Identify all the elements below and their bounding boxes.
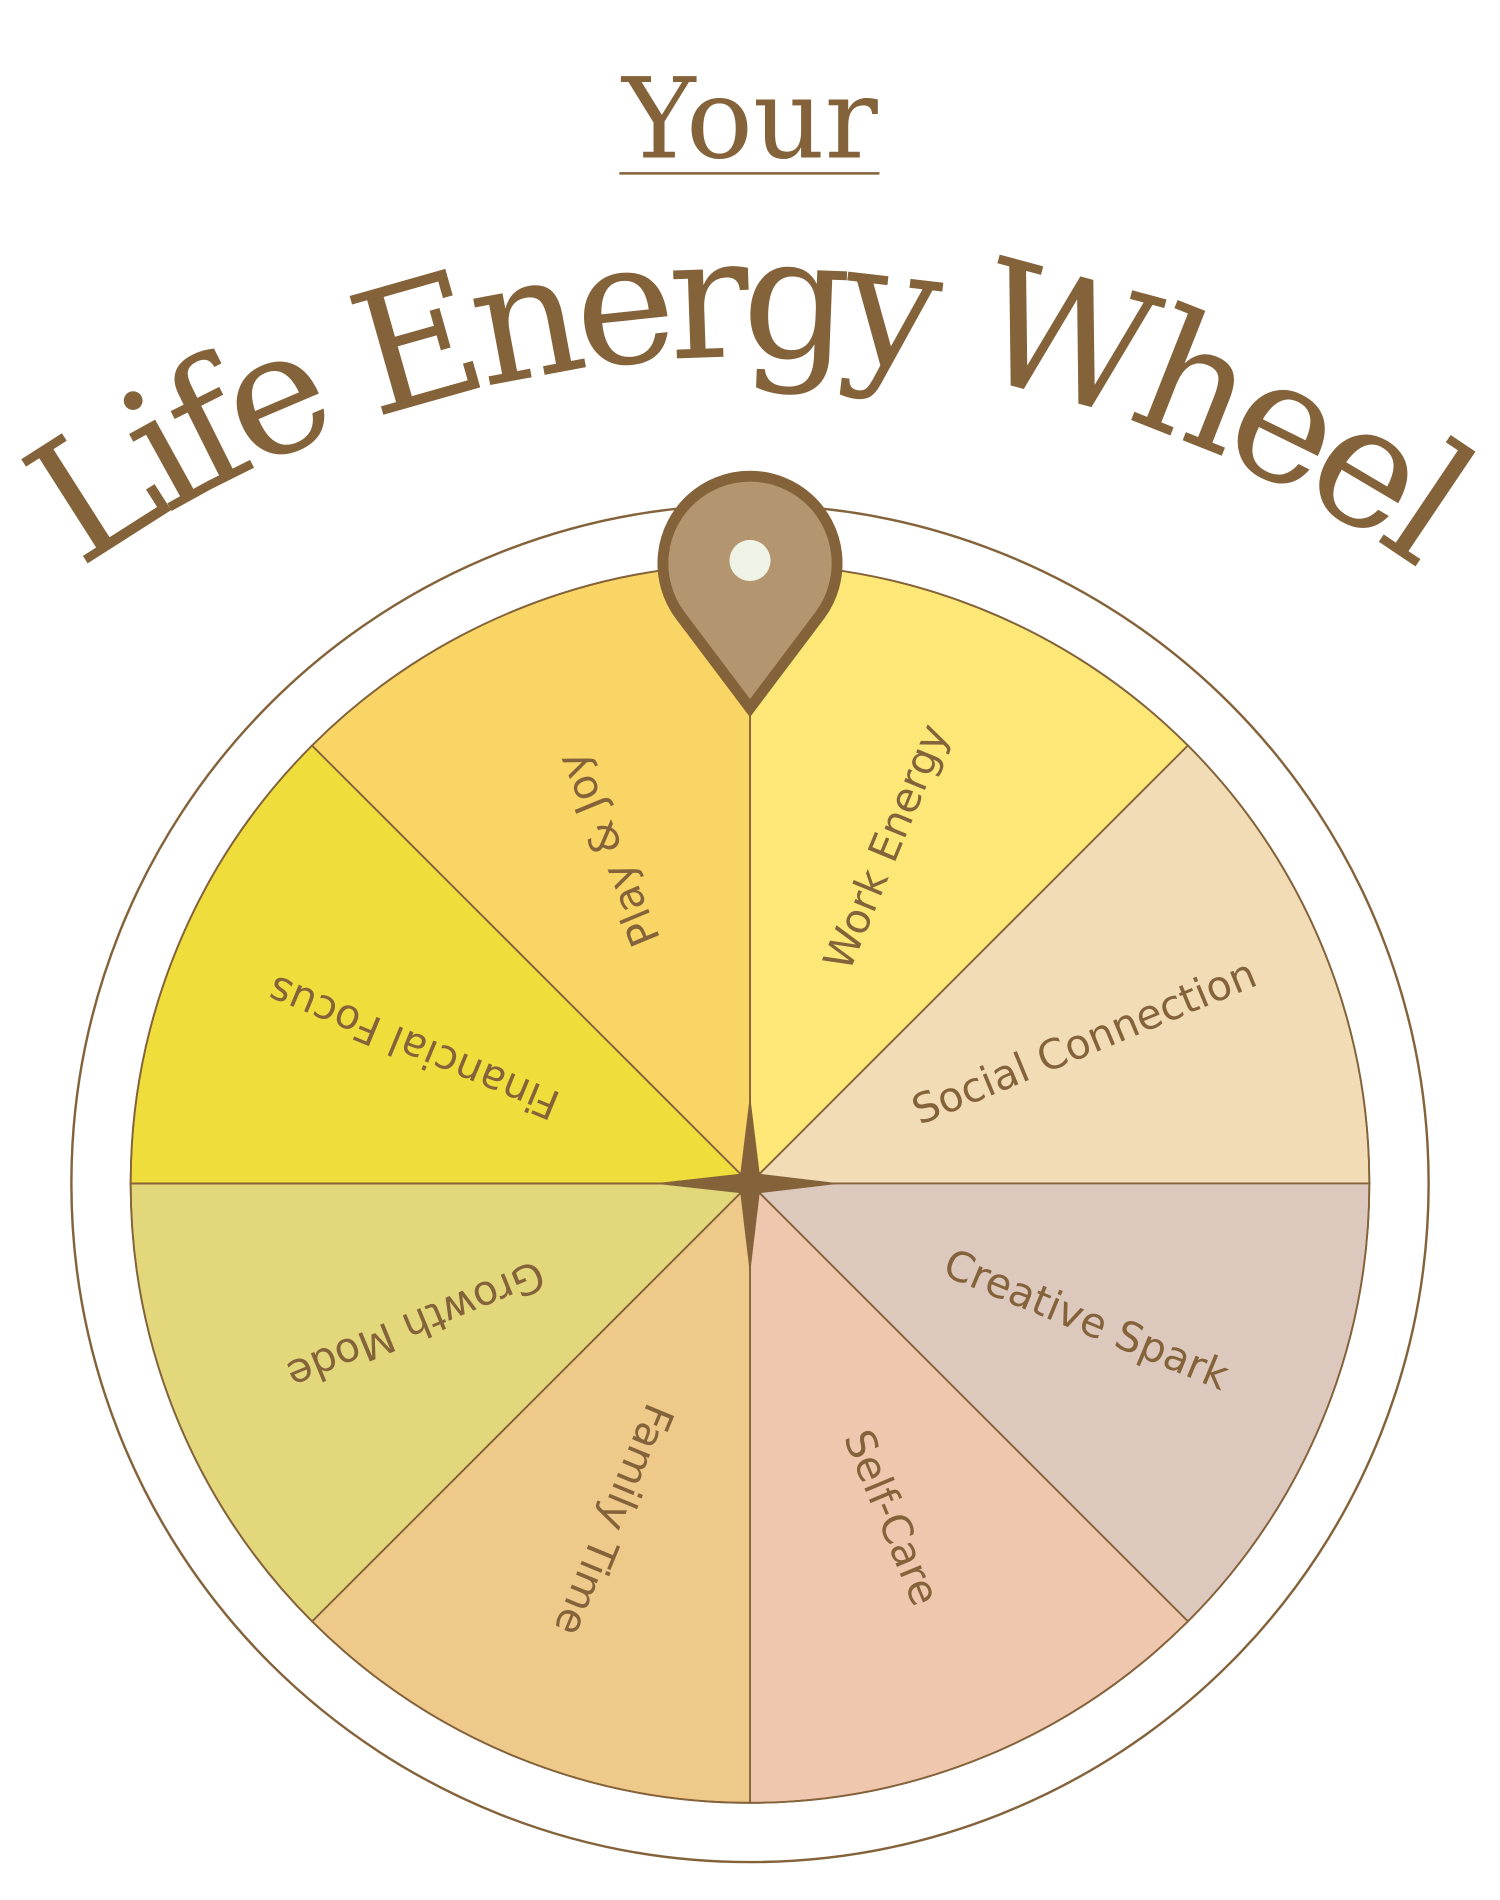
subtitle-your: Your [620,56,878,185]
pin-dot [729,539,771,582]
pointer-pin-icon[interactable] [657,470,843,718]
wheel-segments [129,563,1371,1804]
center-star-icon [653,1095,841,1275]
